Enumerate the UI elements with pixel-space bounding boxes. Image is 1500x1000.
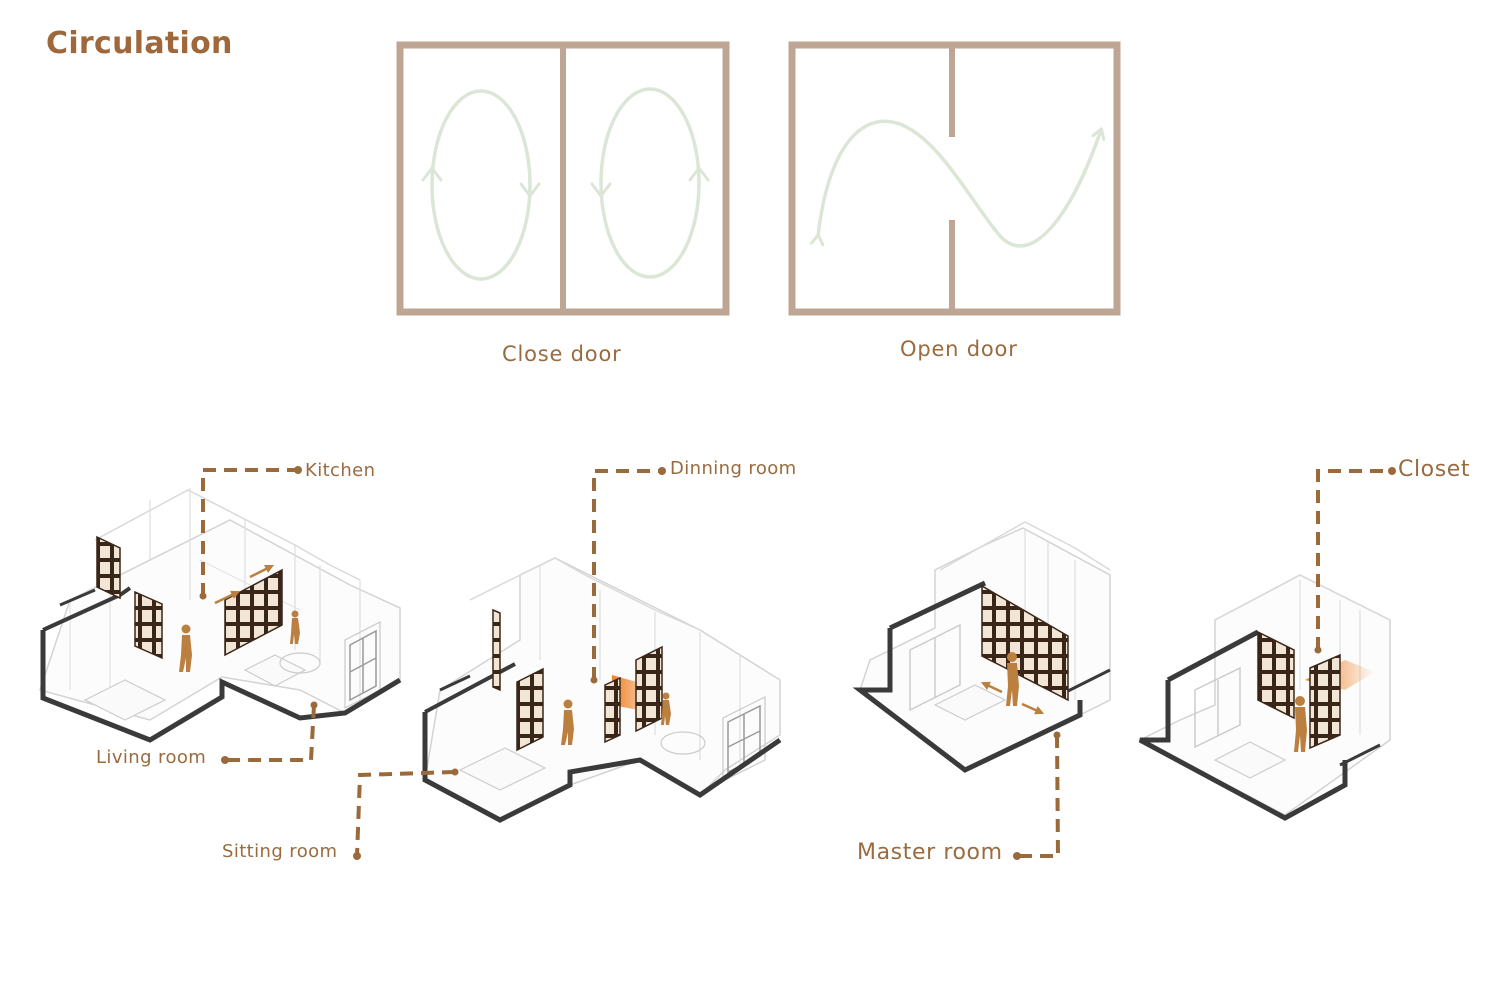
iso-dinning-sitting xyxy=(422,557,782,823)
close-door-caption: Close door xyxy=(502,342,622,366)
closet-label: Closet xyxy=(1398,457,1471,482)
living-room-label: Living room xyxy=(96,747,207,768)
page-title: Circulation xyxy=(46,26,233,61)
dinning-room-label: Dinning room xyxy=(670,458,797,479)
close-door-plan xyxy=(396,41,730,316)
kitchen-label: Kitchen xyxy=(305,460,376,481)
iso-kitchen-living xyxy=(39,488,402,743)
iso-closet xyxy=(1138,574,1391,821)
leader-dots xyxy=(199,466,1396,860)
iso-master-room xyxy=(852,521,1111,773)
open-door-flow xyxy=(818,119,1101,248)
leader-lines xyxy=(201,468,1392,858)
open-door-plan xyxy=(788,41,1121,316)
master-room-label: Master room xyxy=(857,840,1003,865)
close-door-flow xyxy=(421,87,710,281)
sitting-room-label: Sitting room xyxy=(222,841,338,862)
open-door-caption: Open door xyxy=(900,337,1018,361)
